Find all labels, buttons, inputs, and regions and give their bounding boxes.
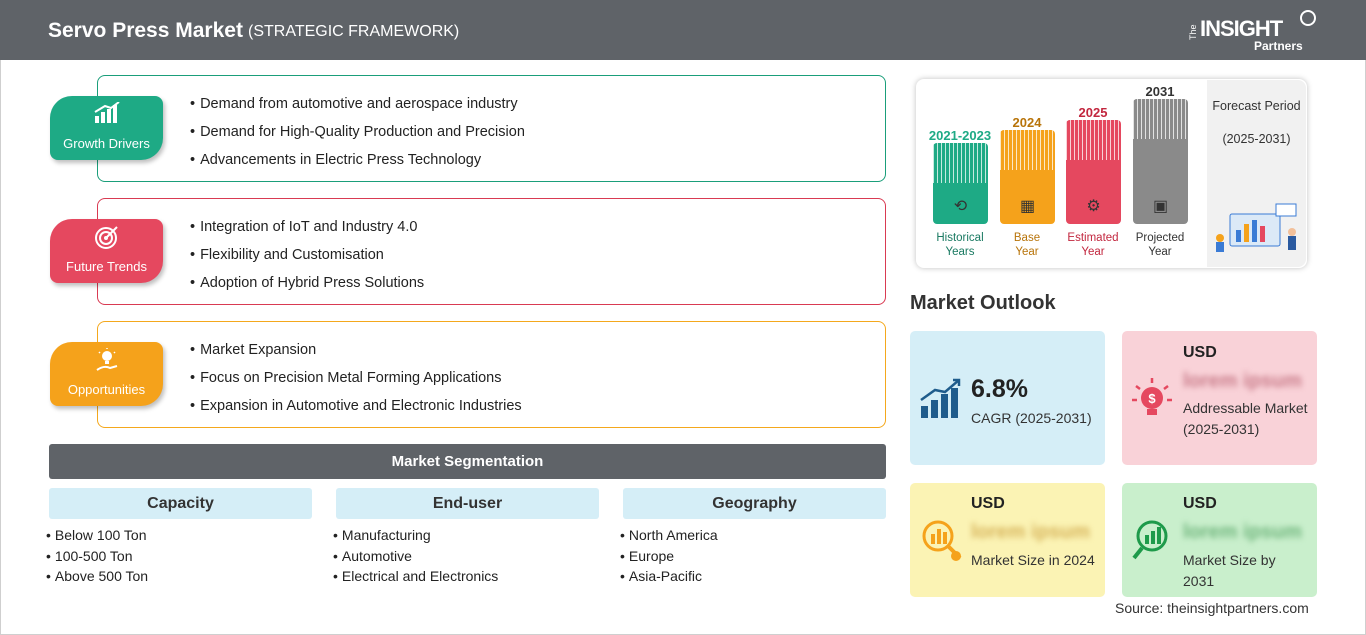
segment-capacity: Capacity Below 100 Ton 100-500 Ton Above…	[49, 488, 312, 587]
header-bar: Servo Press Market (STRATEGIC FRAMEWORK)…	[0, 0, 1366, 60]
growth-chart-icon	[50, 101, 163, 130]
page-subtitle: (STRATEGIC FRAMEWORK)	[248, 23, 460, 40]
magnifier-chart-icon	[922, 520, 962, 561]
timeline-label-line2: Year	[1081, 246, 1105, 258]
logo-insight: INSIGHT	[1200, 16, 1283, 41]
timeline-label-line1: Projected	[1135, 232, 1185, 244]
list-item: Demand from automotive and aerospace ind…	[190, 90, 525, 118]
cagr-value: 6.8%	[971, 375, 1028, 403]
opportunities-list: Market Expansion Focus on Precision Meta…	[190, 336, 522, 420]
calendar-icon: ▦	[1019, 198, 1036, 215]
list-item: Integration of IoT and Industry 4.0	[190, 213, 424, 241]
opportunities-tag: Opportunities	[50, 342, 163, 406]
growth-drivers-tag: Growth Drivers	[50, 96, 163, 160]
timeline-label-line2: Year	[1015, 246, 1039, 258]
size-2024-usd: USD	[971, 495, 1005, 512]
logo-the: The	[1188, 24, 1198, 40]
presentation-icon: ▣	[1152, 198, 1169, 215]
segment-heading: End-user	[336, 488, 599, 519]
timeline-bar-estimated: ⚙	[1066, 120, 1121, 224]
list-item: Advancements in Electric Press Technolog…	[190, 146, 525, 174]
timeline-bar-projected: ▣	[1133, 99, 1188, 224]
page-title: Servo Press Market	[48, 19, 243, 42]
list-item: Demand for High-Quality Production and P…	[190, 118, 525, 146]
growth-drivers-list: Demand from automotive and aerospace ind…	[190, 90, 525, 174]
list-item: Adoption of Hybrid Press Solutions	[190, 269, 424, 297]
svg-text:$: $	[1148, 391, 1156, 406]
timeline-year: 2031	[1145, 84, 1175, 99]
growth-bars-icon	[920, 378, 961, 418]
forecast-title: Forecast Period	[1212, 99, 1301, 113]
bar-stripes	[933, 143, 988, 183]
timeline-label-line2: Year	[1148, 246, 1172, 258]
logo-ring-icon	[1300, 10, 1316, 26]
addressable-value-blurred: lorem ipsum	[1183, 370, 1302, 392]
list-item: North America	[620, 525, 886, 546]
magnifier-growth-icon	[1132, 520, 1168, 560]
size-2031-value-blurred: lorem ipsum	[1183, 521, 1302, 543]
lightbulb-hand-icon	[50, 348, 163, 380]
timeline-year: 2024	[1012, 115, 1042, 130]
growth-drivers-label: Growth Drivers	[63, 136, 150, 151]
forecast-range: (2025-2031)	[1222, 132, 1291, 146]
list-item: Flexibility and Customisation	[190, 241, 424, 269]
size-2031-label: Market Size by 2031	[1183, 552, 1276, 589]
size-2031-usd: USD	[1183, 495, 1217, 512]
list-item: Europe	[620, 546, 886, 567]
timeline-bar-historical: ⟲	[933, 143, 988, 224]
insight-partners-logo: The INSIGHT Partners	[1188, 10, 1318, 54]
bar-stripes	[1000, 130, 1055, 170]
source-text: Source: theinsightpartners.com	[1115, 600, 1309, 616]
list-item: Expansion in Automotive and Electronic I…	[190, 392, 522, 420]
list-item: Below 100 Ton	[46, 525, 312, 546]
segment-heading: Capacity	[49, 488, 312, 519]
list-item: Electrical and Electronics	[333, 566, 599, 587]
history-icon: ⟲	[953, 198, 968, 215]
bar-stripes	[1133, 99, 1188, 139]
bar-stripes	[1066, 120, 1121, 160]
timeline-label-line2: Years	[945, 246, 975, 258]
list-item: Automotive	[333, 546, 599, 567]
timeline-year: 2025	[1078, 105, 1108, 120]
forecast-illustration-icon	[1216, 203, 1297, 252]
list-item: Focus on Precision Metal Forming Applica…	[190, 364, 522, 392]
addressable-usd: USD	[1183, 344, 1217, 361]
list-item: Above 500 Ton	[46, 566, 312, 587]
timeline-label-line1: Historical	[936, 232, 984, 244]
list-item: Market Expansion	[190, 336, 522, 364]
list-item: Manufacturing	[333, 525, 599, 546]
gears-icon: ⚙	[1086, 198, 1101, 215]
opportunities-label: Opportunities	[67, 382, 146, 397]
future-trends-list: Integration of IoT and Industry 4.0 Flex…	[190, 213, 424, 297]
segmentation-title: Market Segmentation	[49, 444, 886, 479]
timeline-label-line1: Base	[1013, 232, 1041, 244]
timeline-bar-base: ▦	[1000, 130, 1055, 224]
target-icon	[50, 225, 163, 255]
market-size-2024-card	[910, 483, 1105, 597]
dollar-bulb-icon: $	[1132, 378, 1172, 415]
cagr-label: CAGR (2025-2031)	[971, 410, 1092, 426]
timeline-label-line1: Estimated	[1067, 232, 1119, 244]
size-2024-value-blurred: lorem ipsum	[971, 521, 1090, 543]
size-2024-label: Market Size in 2024	[971, 552, 1095, 568]
list-item: 100-500 Ton	[46, 546, 312, 567]
market-outlook-title: Market Outlook	[910, 292, 1056, 314]
segment-geography: Geography North America Europe Asia-Paci…	[623, 488, 886, 587]
segment-end-user: End-user Manufacturing Automotive Electr…	[336, 488, 599, 587]
future-trends-label: Future Trends	[66, 259, 147, 274]
segment-heading: Geography	[623, 488, 886, 519]
logo-partners: Partners	[1254, 39, 1303, 53]
list-item: Asia-Pacific	[620, 566, 886, 587]
timeline-year: 2021-2023	[928, 128, 992, 143]
future-trends-tag: Future Trends	[50, 219, 163, 283]
addressable-label: Addressable Market (2025-2031)	[1183, 400, 1308, 437]
